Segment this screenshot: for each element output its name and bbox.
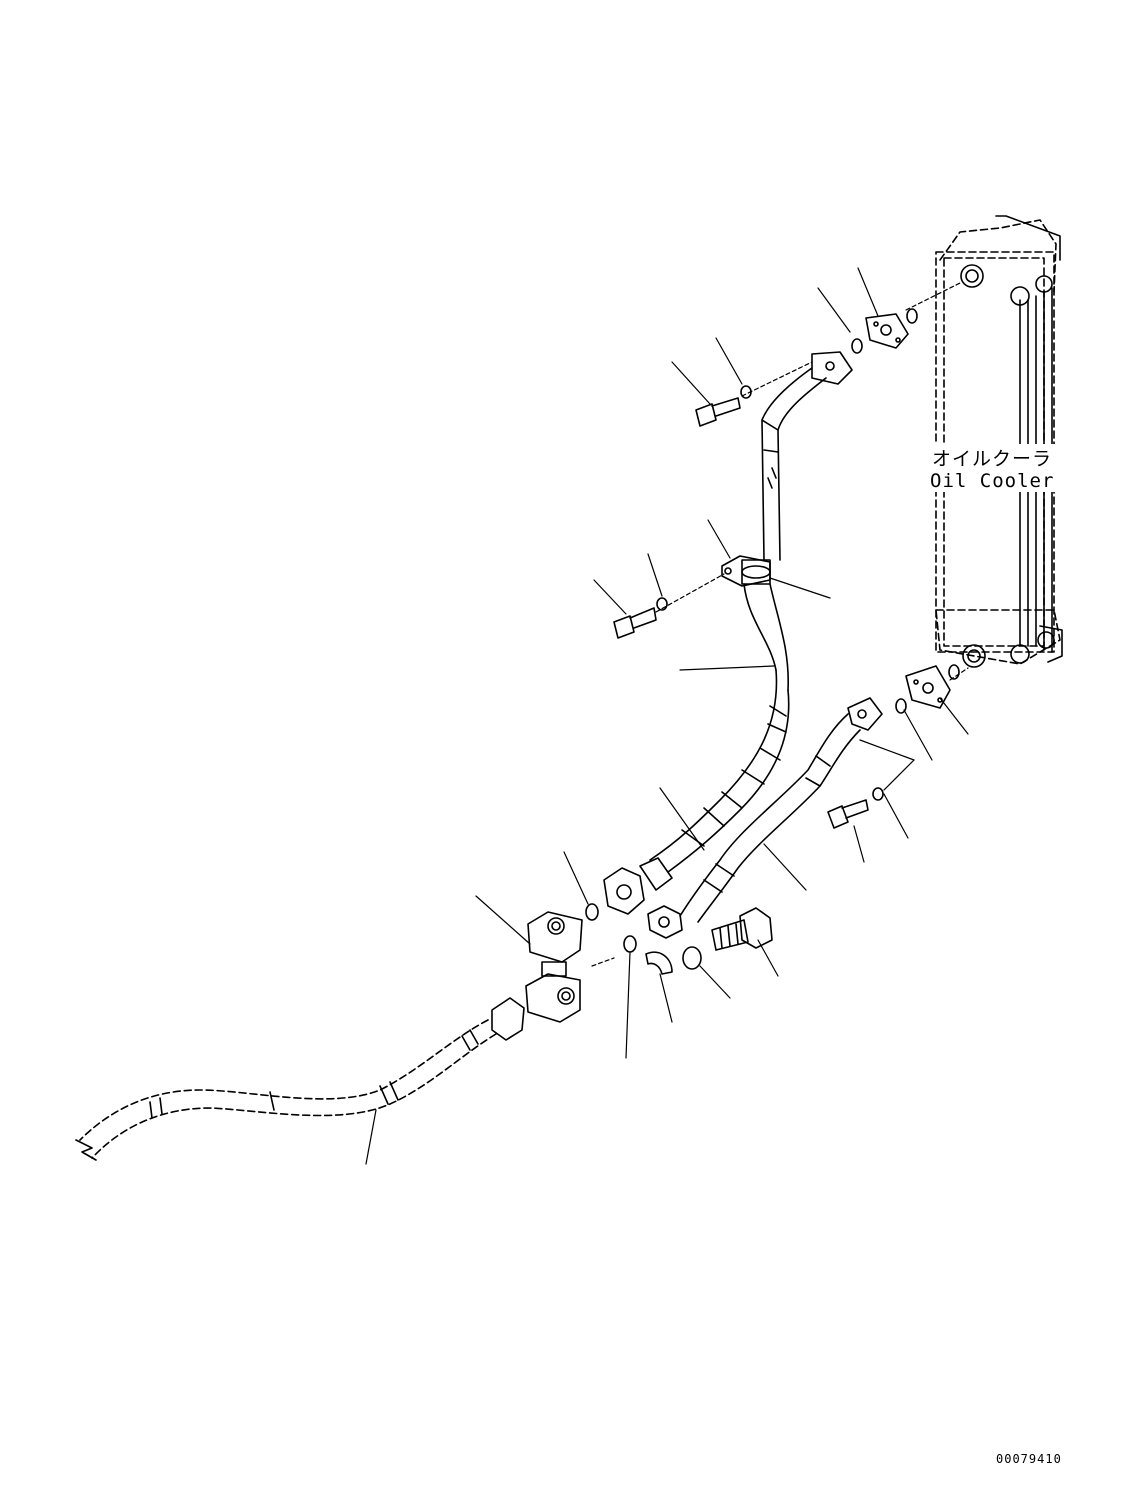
flange-icon (603, 867, 683, 939)
bolt-icon (695, 397, 741, 427)
drawing-number: 00079410 (996, 1452, 1062, 1466)
long-hose-icon (75, 997, 525, 1161)
o-ring-icon (895, 698, 907, 714)
leader-lines (365, 267, 969, 1165)
washer-icon (682, 946, 702, 970)
adapter-fitting-icon (711, 907, 773, 951)
split-flange-icon (645, 951, 673, 975)
o-ring-icon (623, 935, 637, 953)
oil-cooler-icon (935, 215, 1063, 668)
o-ring-icon (585, 903, 599, 921)
o-ring-icon (948, 664, 960, 680)
upper-flange-plate (865, 313, 909, 349)
o-ring-icon (906, 308, 918, 324)
lower-hose-icon (679, 697, 883, 923)
o-ring-icon (851, 338, 863, 354)
oil-cooler-label-english: Oil Cooler (926, 470, 1059, 492)
bolt-icon (613, 607, 657, 639)
washer-icon (656, 597, 668, 611)
oil-cooler-label-japanese: オイルクーラ (928, 444, 1057, 471)
upper-hose-icon (639, 351, 853, 891)
washer-icon (872, 787, 884, 801)
block-icon (525, 911, 583, 1023)
bolt-icon (827, 799, 869, 829)
clamp-icon (721, 555, 771, 587)
